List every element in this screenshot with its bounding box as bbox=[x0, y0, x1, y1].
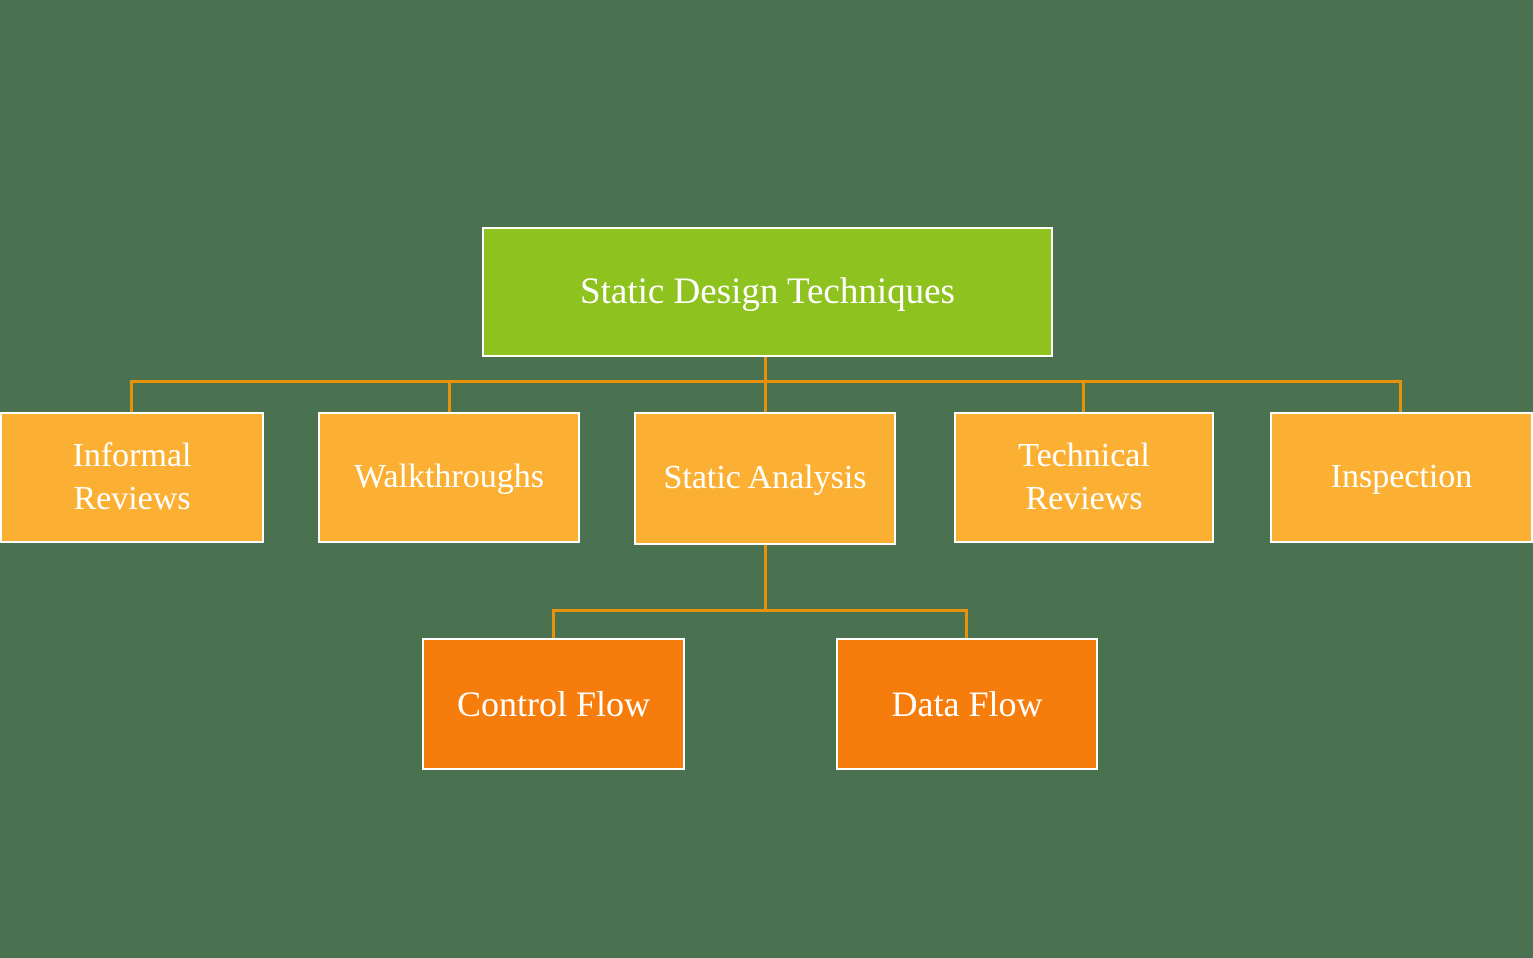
connector-drop-walkthroughs bbox=[448, 382, 451, 414]
node-label: Informal Reviews bbox=[72, 437, 192, 517]
connector-static-analysis-stem bbox=[764, 545, 767, 611]
connector-root-stem bbox=[764, 357, 767, 383]
connector-drop-informal-reviews bbox=[130, 382, 133, 414]
node-inspection: Inspection bbox=[1270, 412, 1533, 543]
node-walkthroughs: Walkthroughs bbox=[318, 412, 580, 543]
connector-drop-control-flow bbox=[552, 611, 555, 640]
node-static-analysis: Static Analysis bbox=[634, 412, 896, 545]
node-technical-reviews: Technical Reviews bbox=[954, 412, 1214, 543]
node-label: Data Flow bbox=[891, 683, 1043, 724]
connector-drop-data-flow bbox=[965, 611, 968, 640]
node-label: Static Analysis bbox=[663, 459, 867, 497]
connector-level1-bus bbox=[130, 380, 1402, 383]
node-label: Technical Reviews bbox=[1018, 437, 1150, 517]
node-label: Walkthroughs bbox=[354, 458, 544, 496]
connector-drop-inspection bbox=[1399, 382, 1402, 414]
node-label: Control Flow bbox=[456, 683, 651, 724]
node-label: Inspection bbox=[1330, 458, 1473, 496]
connector-level2-bus bbox=[552, 609, 968, 612]
connector-drop-static-analysis bbox=[764, 382, 767, 414]
node-data-flow: Data Flow bbox=[836, 638, 1098, 770]
node-control-flow: Control Flow bbox=[422, 638, 685, 770]
node-label: Static Design Techniques bbox=[580, 270, 955, 312]
node-informal-reviews: Informal Reviews bbox=[0, 412, 264, 543]
node-static-design-techniques: Static Design Techniques bbox=[482, 227, 1053, 357]
connector-drop-technical-reviews bbox=[1082, 382, 1085, 414]
